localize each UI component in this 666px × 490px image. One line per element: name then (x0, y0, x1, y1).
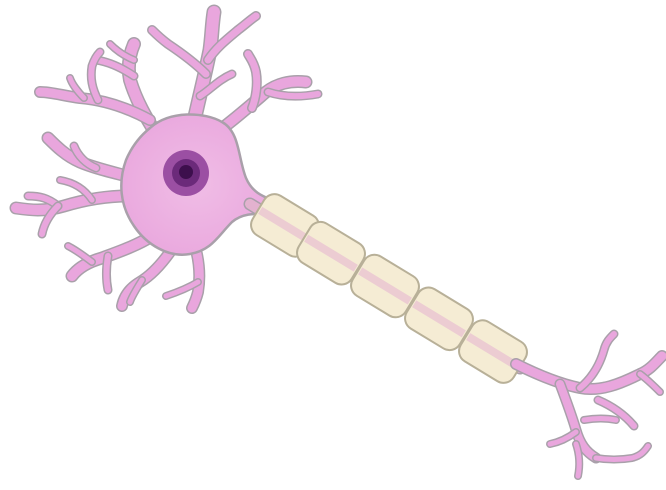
nucleolus (179, 165, 193, 179)
dendrite-branch (152, 30, 206, 74)
dendrite-branch (220, 81, 306, 130)
axon-terminal-branch (580, 334, 614, 388)
dendrite-branch (107, 256, 109, 290)
nucleus (163, 150, 209, 196)
axon-terminal-branch (584, 419, 616, 421)
dendrite-branch (68, 246, 92, 262)
axon-terminal-branch (640, 374, 660, 392)
myelin-sheath (247, 190, 532, 388)
axon-terminals (516, 334, 662, 476)
